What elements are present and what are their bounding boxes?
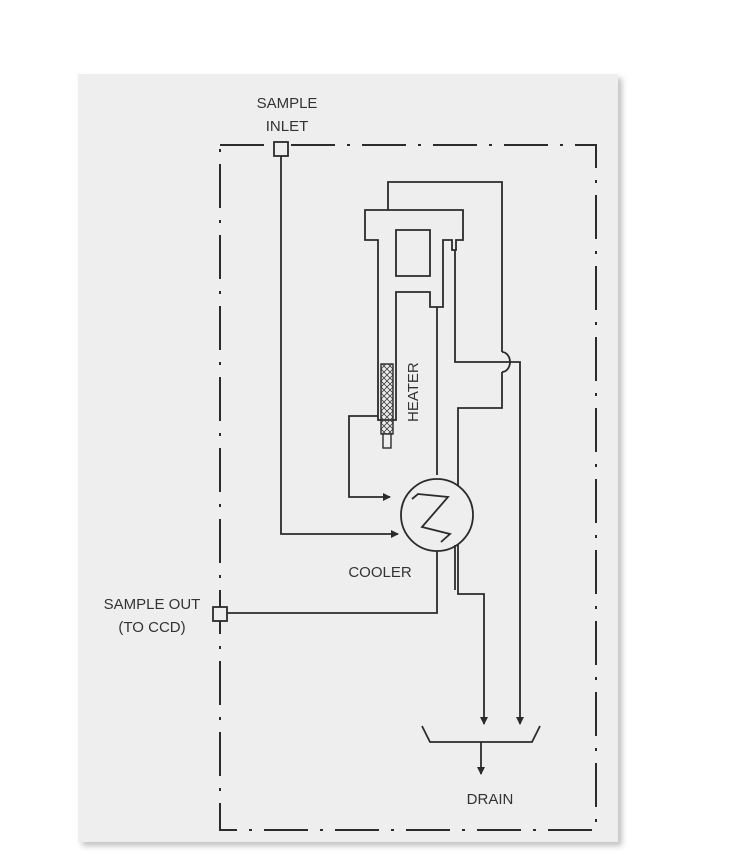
inlet-line (280, 156, 399, 538)
heater-label: HEATER (405, 362, 422, 422)
heater-element (380, 363, 394, 435)
enclosure-boundary (219, 144, 597, 831)
sample-inlet-port (273, 141, 289, 157)
sample-out-label-line2: (TO CCD) (118, 619, 185, 636)
heater-vessel-outer (364, 209, 464, 421)
cooler-circle (400, 478, 474, 552)
diagram-panel (78, 74, 618, 842)
sample-inlet-label-line2: INLET (266, 118, 309, 135)
sample-out-label-line1: SAMPLE OUT (104, 596, 201, 613)
cooler-coil (411, 493, 452, 543)
sample-out-port (212, 606, 228, 622)
heater-vessel-inner (395, 229, 431, 277)
heater-to-cooler-line (348, 415, 391, 501)
sample-inlet-label-line1: SAMPLE (257, 95, 318, 112)
heater-element-tip (382, 433, 392, 449)
cap-vent-line (454, 250, 524, 725)
sample-out-line (226, 551, 438, 614)
heater-overflow-line (387, 181, 503, 352)
cooler-label: COOLER (348, 564, 412, 581)
drain-label: DRAIN (467, 791, 514, 808)
